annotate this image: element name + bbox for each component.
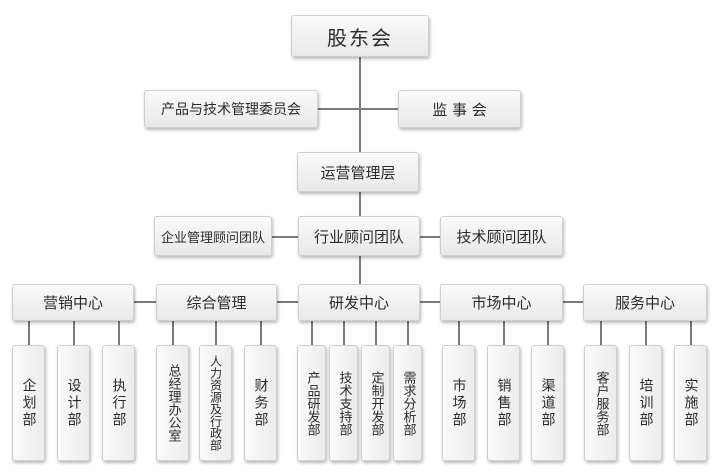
operations-box: 运营管理层 <box>297 152 419 192</box>
dept-label: 市场部 <box>450 377 467 429</box>
center-label: 营销中心 <box>42 294 103 312</box>
dept-box: 总经理办公室 <box>156 345 189 461</box>
dept-box: 渠道部 <box>531 345 564 461</box>
center-label: 服务中心 <box>614 294 675 312</box>
connector-dept <box>28 321 30 345</box>
connector-dept <box>311 321 313 345</box>
connector-dept <box>215 321 217 345</box>
dept-label: 产品研发部 <box>304 370 320 436</box>
dept-label: 财务部 <box>252 377 269 429</box>
dept-label: 培训部 <box>637 377 654 429</box>
connector-dept <box>458 321 460 345</box>
product-committee-box: 产品与技术管理委员会 <box>144 90 318 128</box>
dept-box: 销售部 <box>487 345 520 461</box>
center-label: 市场中心 <box>471 294 532 312</box>
center-market-box: 市场中心 <box>440 284 563 321</box>
connector-dept <box>172 321 174 345</box>
enterprise-consulting-box: 企业管理顾问团队 <box>154 216 272 256</box>
connector-dept <box>547 321 549 345</box>
connector-dept <box>503 321 505 345</box>
dept-box: 市场部 <box>442 345 475 461</box>
connector-dept <box>343 321 345 345</box>
dept-box: 人力资源及行政部 <box>199 345 232 461</box>
dept-box: 需求分析部 <box>393 345 422 461</box>
connector-committees <box>318 108 398 110</box>
dept-label: 执行部 <box>110 377 127 429</box>
center-label: 综合管理 <box>186 294 247 312</box>
dept-label: 总经理办公室 <box>165 364 181 442</box>
connector-center-row <box>134 301 156 303</box>
supervisors-label: 监 事 会 <box>432 100 487 119</box>
shareholders-box: 股东会 <box>291 15 429 57</box>
dept-box: 培训部 <box>629 345 662 461</box>
dept-label: 技术支持部 <box>336 370 352 436</box>
connector-dept <box>600 321 602 345</box>
connector-consulting-to-centers <box>359 256 361 284</box>
connector-dept <box>118 321 120 345</box>
dept-label: 需求分析部 <box>400 370 416 436</box>
connector-dept <box>375 321 377 345</box>
connector-dept <box>73 321 75 345</box>
dept-box: 定制开发部 <box>361 345 390 461</box>
connector-consulting <box>272 236 298 238</box>
tech-consulting-label: 技术顾问团队 <box>456 227 547 246</box>
center-rnd-box: 研发中心 <box>298 284 420 321</box>
dept-label: 人力资源及行政部 <box>208 355 223 451</box>
connector-center-row <box>277 301 298 303</box>
center-label: 研发中心 <box>328 294 389 312</box>
dept-box: 设计部 <box>57 345 90 461</box>
operations-label: 运营管理层 <box>320 163 396 182</box>
dept-label: 设计部 <box>65 377 82 429</box>
dept-label: 定制开发部 <box>368 370 384 436</box>
dept-box: 财务部 <box>244 345 277 461</box>
center-marketing-box: 营销中心 <box>12 284 134 321</box>
dept-box: 执行部 <box>102 345 135 461</box>
dept-label: 销售部 <box>495 377 512 429</box>
product-committee-label: 产品与技术管理委员会 <box>161 102 301 118</box>
center-service-box: 服务中心 <box>583 284 707 321</box>
dept-box: 实施部 <box>674 345 707 461</box>
dept-label: 渠道部 <box>539 377 556 429</box>
shareholders-label: 股东会 <box>327 25 393 50</box>
connector-dept <box>690 321 692 345</box>
center-admin-box: 综合管理 <box>156 284 277 321</box>
connector-center-row <box>420 301 440 303</box>
dept-label: 实施部 <box>682 377 699 429</box>
industry-consulting-box: 行业顾问团队 <box>298 216 420 256</box>
dept-box: 产品研发部 <box>297 345 326 461</box>
connector-center-row <box>563 301 583 303</box>
dept-box: 企划部 <box>12 345 45 461</box>
connector-ops-to-consulting <box>359 192 361 216</box>
connector-dept <box>260 321 262 345</box>
supervisors-box: 监 事 会 <box>398 90 521 128</box>
connector-dept <box>407 321 409 345</box>
enterprise-consulting-label: 企业管理顾问团队 <box>160 230 265 246</box>
dept-label: 客户服务部 <box>593 370 609 436</box>
dept-box: 客户服务部 <box>584 345 617 461</box>
connector-spine <box>359 57 361 152</box>
connector-dept <box>645 321 647 345</box>
connector-consulting <box>420 236 440 238</box>
dept-box: 技术支持部 <box>329 345 358 461</box>
industry-consulting-label: 行业顾问团队 <box>313 227 404 246</box>
dept-label: 企划部 <box>20 377 37 429</box>
tech-consulting-box: 技术顾问团队 <box>440 216 563 256</box>
